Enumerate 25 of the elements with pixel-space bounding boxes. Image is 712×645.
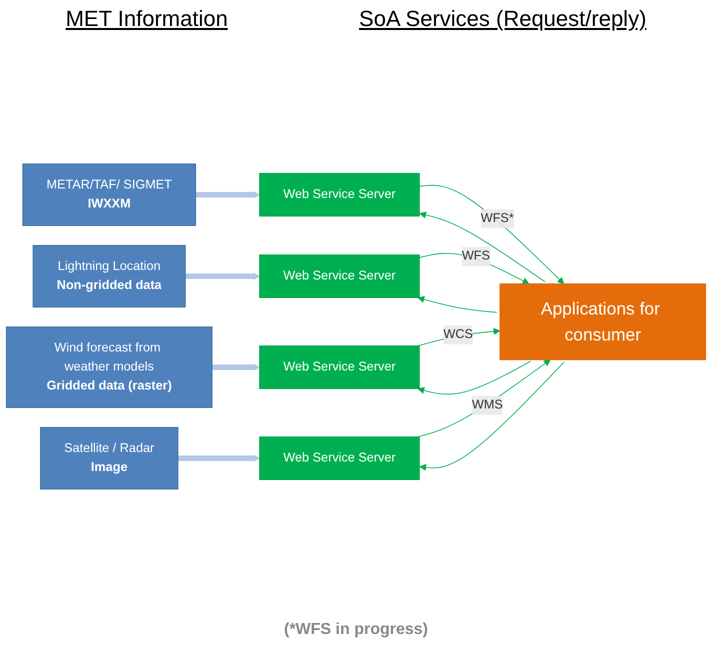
arrow bbox=[418, 296, 498, 313]
node-box: Satellite / Radar Image bbox=[40, 427, 178, 490]
column-heading: MET Information bbox=[66, 6, 228, 32]
node-box: Wind forecast from weather models Gridded data (raster) bbox=[6, 326, 212, 408]
column-heading: SoA Services (Request/reply) bbox=[359, 6, 646, 32]
edge-label: WFS bbox=[462, 249, 490, 263]
node-box: Web Service Server bbox=[259, 254, 420, 298]
edge-label: WCS bbox=[443, 328, 473, 342]
arrow bbox=[419, 212, 546, 282]
node-box: Web Service Server bbox=[259, 346, 420, 390]
arrow bbox=[196, 191, 260, 198]
node-box: Web Service Server bbox=[259, 172, 420, 216]
edge-label: WFS* bbox=[480, 212, 514, 226]
node-box: METAR/TAF/ SIGMET IWXXM bbox=[22, 163, 196, 226]
arrow bbox=[419, 362, 565, 471]
arrow bbox=[185, 272, 260, 280]
node-box: Applications for consumer bbox=[500, 283, 706, 360]
arrow bbox=[417, 359, 551, 438]
node-box: Web Service Server bbox=[259, 436, 420, 480]
node-box: Lightning Location Non-gridded data bbox=[32, 245, 186, 308]
edge-label: WMS bbox=[472, 398, 503, 412]
arrow bbox=[212, 364, 260, 371]
footnote: (*WFS in progress) bbox=[284, 621, 428, 638]
arrow bbox=[418, 360, 532, 395]
arrow bbox=[178, 454, 260, 462]
